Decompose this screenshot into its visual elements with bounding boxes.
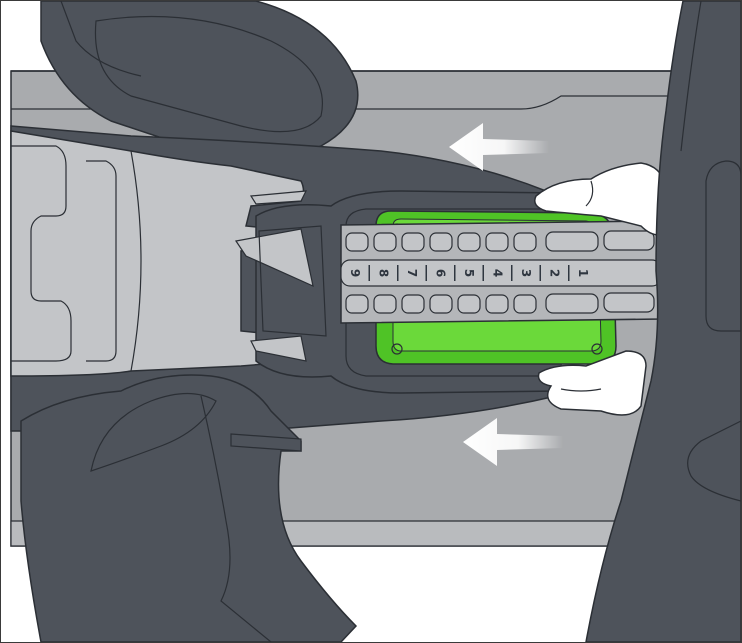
strap-holes-lower bbox=[346, 293, 654, 313]
strap-number-8: 8 bbox=[377, 269, 391, 277]
strap-holes-upper bbox=[346, 231, 654, 251]
strap-number-7: 7 bbox=[405, 269, 419, 277]
strap-number-4: 4 bbox=[491, 269, 505, 277]
strap-number-9: 9 bbox=[348, 269, 362, 277]
strap-number-6: 6 bbox=[434, 269, 448, 277]
adjustment-strap: 1 2 3 4 5 6 7 8 9 bbox=[341, 221, 661, 323]
strap-number-2: 2 bbox=[548, 269, 562, 277]
strap-number-3: 3 bbox=[519, 269, 533, 277]
strap-number-1: 1 bbox=[576, 269, 590, 277]
strap-number-5: 5 bbox=[462, 269, 476, 277]
